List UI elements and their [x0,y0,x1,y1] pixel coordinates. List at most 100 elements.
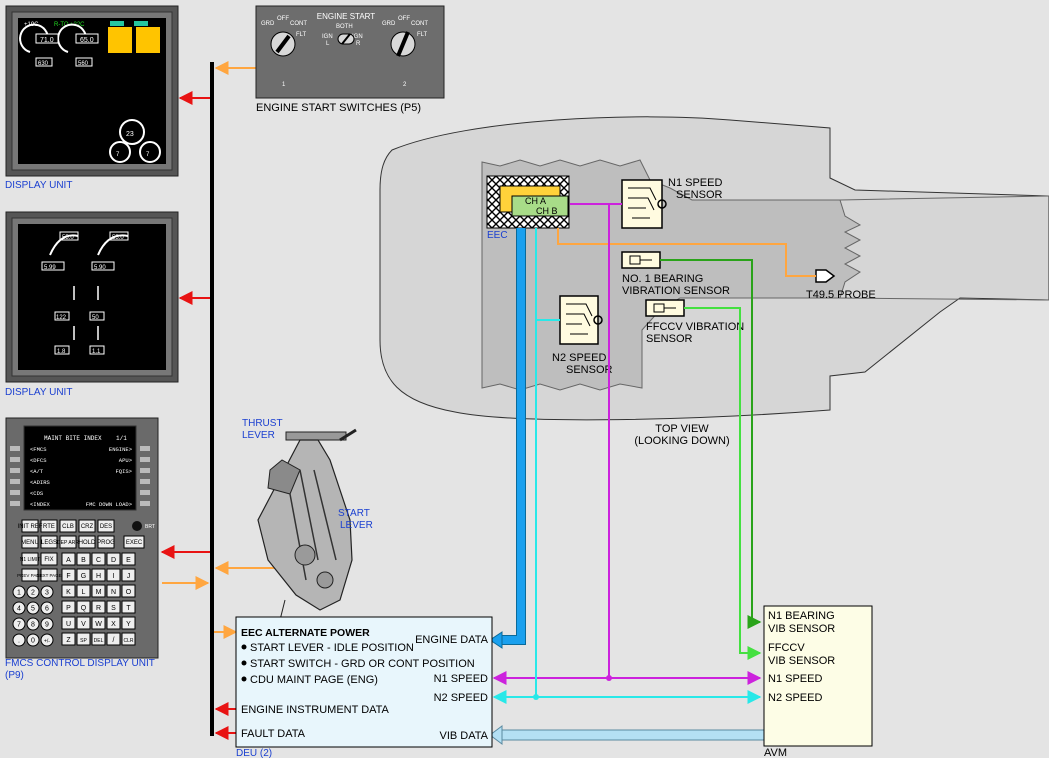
key-prev-page[interactable]: PREV PAGE [17,573,43,578]
n1-junction [606,675,612,681]
cdu-right-6[interactable]: FMC DOWN LOAD> [86,501,132,508]
cdu-key-i[interactable] [106,568,121,582]
cdu-key-sp[interactable] [76,632,91,646]
cdu-left-2[interactable]: <DFCS [30,457,47,464]
cdu-key-g[interactable] [76,568,91,582]
cdu-key-s[interactable] [106,600,121,614]
cdu-key-d[interactable] [106,552,121,566]
key-exec[interactable]: EXEC [126,540,143,546]
cdu-key-o[interactable] [121,584,136,598]
key-menu[interactable]: MENU [21,540,39,546]
cdu-digit-label: 3 [45,590,49,597]
t495-probe: T49.5 PROBE [806,269,876,301]
cdu-key-u[interactable] [61,616,76,630]
cdu-digit-key[interactable] [40,617,54,631]
cdu-digit-label: 6 [45,606,49,613]
cdu-page: 1/1 [116,435,127,442]
cdu-digit-label: 7 [17,622,21,629]
key-clb[interactable]: CLB [62,524,74,530]
cdu-key-z[interactable] [61,632,76,646]
cdu-key-label: Q [81,605,87,612]
cdu-digit-key[interactable] [26,633,40,647]
key-brt[interactable]: BRT [145,524,155,530]
cdu-key-q[interactable] [76,600,91,614]
n2-sensor-line1: N2 SPEED [552,352,606,364]
du1-label: DISPLAY UNIT [5,180,72,191]
key-prog[interactable]: PROG [97,540,115,546]
cdu-key-k[interactable] [61,584,76,598]
key-dep-arr[interactable]: DEP ARR [57,540,79,546]
key-init-ref[interactable]: INIT REF [18,524,43,530]
key-next-page[interactable]: NEXT PAGE [36,573,61,578]
n2-junction [533,694,539,700]
key-des[interactable]: DES [100,524,112,530]
n1-sensor-line1: N1 SPEED [668,177,722,189]
cdu-digit-label: 0 [31,638,35,645]
cdu-digit-key[interactable] [12,601,26,615]
cdu-digit-key[interactable] [40,601,54,615]
cdu-key-l[interactable] [76,584,91,598]
cdu-key-c[interactable] [91,552,106,566]
du1-egt-right: 560 [78,61,89,67]
cdu-left-6[interactable]: <INDEX [30,501,51,508]
ign-l-letter: L [326,41,330,47]
cdu-key-p[interactable] [61,600,76,614]
cdu-key-a[interactable] [61,552,76,566]
cdu-key-y[interactable] [121,616,136,630]
l-flt: FLT [296,32,307,38]
du1-n1-right: 65.0 [80,37,94,44]
du2-row-4: 1.1 [92,349,101,355]
cdu-key-slash[interactable] [106,632,121,646]
cdu-key-label: SP [80,638,87,644]
cdu-left-1[interactable]: <FMCS [30,446,47,453]
cdu-digit-key[interactable] [12,585,26,599]
cdu-right-1[interactable]: ENGINE> [109,446,132,453]
cdu-key-label: E [126,557,131,564]
ign-r: IGN [352,34,363,40]
cdu-digit-key[interactable] [40,633,54,647]
ffccv-vib-wire [684,307,762,660]
key-legs[interactable]: LEGS [41,540,57,546]
deu-alt-power: EEC ALTERNATE POWER [241,627,370,639]
engine-outline [379,116,1049,421]
n2-speed-wire [535,319,762,704]
deu-engine-data: ENGINE DATA [415,634,489,646]
cdu-digit-key[interactable] [26,617,40,631]
key-rte[interactable]: RTE [43,524,55,530]
cdu-digit-key[interactable] [40,585,54,599]
cdu-key-b[interactable] [76,552,91,566]
cdu-digit-key[interactable] [12,617,26,631]
du1-n2-left: 7 [116,152,120,158]
cdu-key-clr[interactable] [121,632,136,646]
cdu-digit-key[interactable] [26,585,40,599]
cdu-key-j[interactable] [121,568,136,582]
cdu-key-del[interactable] [91,632,106,646]
cdu-right-2[interactable]: APU> [119,457,132,464]
cdu-key-w[interactable] [91,616,106,630]
thrust-lever-line2: LEVER [242,430,275,441]
cdu-key-v[interactable] [76,616,91,630]
cdu-left-3[interactable]: <A/T [30,468,44,475]
cdu-key-n[interactable] [106,584,121,598]
key-n1-limit[interactable]: N1 LIMIT [20,557,41,563]
cdu-key-label: M [96,589,102,596]
key-crz[interactable]: CRZ [81,524,94,530]
cdu-key-x[interactable] [106,616,121,630]
cdu-key-label: U [66,621,71,628]
du2-label: DISPLAY UNIT [5,387,72,398]
cdu-key-h[interactable] [91,568,106,582]
cdu-key-r[interactable] [91,600,106,614]
key-hold[interactable]: HOLD [79,540,96,546]
key-fix[interactable]: FIX [44,557,53,563]
cdu-digit-key[interactable] [12,633,26,647]
cdu-key-m[interactable] [91,584,106,598]
cdu-left-4[interactable]: <ADIRS [30,479,51,486]
du1-n2-right: 7 [146,152,150,158]
cdu-key-e[interactable] [121,552,136,566]
cdu-key-f[interactable] [61,568,76,582]
cdu-right-3[interactable]: FQIS> [115,468,132,475]
cdu-key-t[interactable] [121,600,136,614]
cdu-digit-key[interactable] [26,601,40,615]
deu-bullet-2: START SWITCH - GRD OR CONT POSITION [250,658,475,670]
cdu-left-5[interactable]: <CDS [30,490,44,497]
